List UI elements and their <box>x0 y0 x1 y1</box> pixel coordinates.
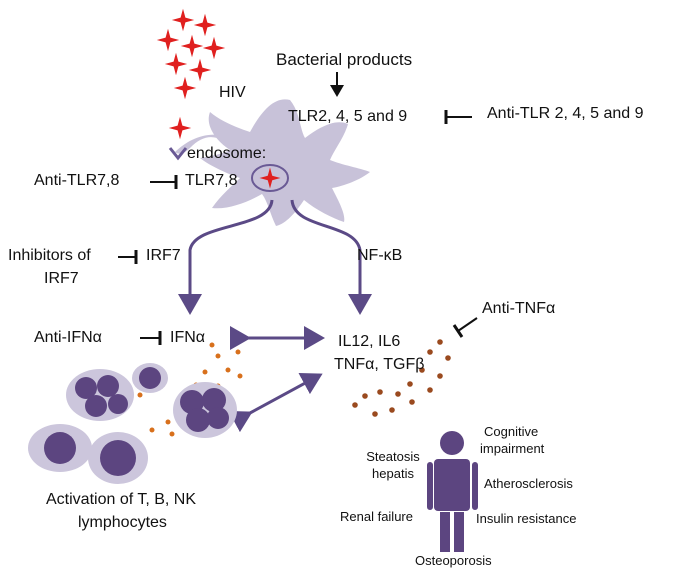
cognitive-line1: Cognitive <box>484 424 539 439</box>
cytokines-line2: TNFα, TGFβ <box>334 356 425 373</box>
nfkb-label: NF-κB <box>357 247 403 264</box>
cytokine-lymph-arrow <box>228 373 323 433</box>
inhibit-ifna <box>140 331 162 345</box>
anti-tnfa-label: Anti-TNFα <box>482 300 556 317</box>
receptor-icon <box>168 147 188 161</box>
steatosis-line2: hepatis <box>372 466 414 481</box>
cytokines-line1: IL12, IL6 <box>338 333 401 350</box>
person-icon <box>427 431 478 552</box>
renal-failure-label: Renal failure <box>340 509 413 524</box>
lymphocyte-cluster-icon <box>28 363 237 484</box>
inhibit-tnfa <box>452 317 478 338</box>
ifna-label: IFNα <box>170 329 206 346</box>
anti-tlr2459-label: Anti-TLR 2, 4, 5 and 9 <box>487 105 644 122</box>
activation-line1: Activation of T, B, NK <box>46 491 196 508</box>
endosome-label: endosome: <box>187 145 267 162</box>
dendritic-cell <box>200 99 370 226</box>
tlr78-label: TLR7,8 <box>185 172 238 189</box>
inhibit-tlr2459 <box>444 110 472 124</box>
insulin-resistance-label: Insulin resistance <box>476 511 577 526</box>
inhibitors-irf7-line1: Inhibitors of <box>8 247 91 264</box>
inhibitors-irf7-line2: IRF7 <box>44 270 79 287</box>
cytokine-dots <box>352 339 451 417</box>
atherosclerosis-label: Atherosclerosis <box>484 476 573 491</box>
inhibit-tlr78 <box>150 175 178 189</box>
osteoporosis-label: Osteoporosis <box>415 553 492 568</box>
hiv-label: HIV <box>219 84 246 101</box>
nfkb-pathway-arrow <box>290 199 372 315</box>
irf7-pathway-arrow <box>178 199 274 315</box>
anti-tlr78-label: Anti-TLR7,8 <box>34 172 120 189</box>
tlr2459-label: TLR2, 4, 5 and 9 <box>288 108 408 125</box>
anti-ifna-label: Anti-IFNα <box>34 329 102 346</box>
cognitive-line2: impairment <box>480 441 545 456</box>
activation-line2: lymphocytes <box>78 514 167 531</box>
inhibit-irf7 <box>118 250 138 264</box>
irf7-label: IRF7 <box>146 247 181 264</box>
bacterial-products-label: Bacterial products <box>276 50 413 69</box>
cell-process <box>175 134 240 154</box>
steatosis-line1: Steatosis <box>366 449 420 464</box>
